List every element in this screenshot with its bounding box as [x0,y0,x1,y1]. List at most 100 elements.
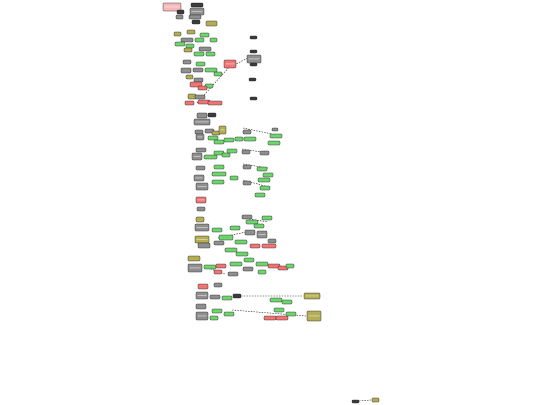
diagram-node [249,35,258,40]
node-label-stripe [197,199,205,201]
node-box [191,19,201,25]
node-label-stripe [305,295,319,297]
node-box [213,71,223,77]
diagram-node [194,94,206,100]
diagram-node [248,77,257,82]
node-box [209,37,218,43]
node-box [204,67,218,73]
node-box [218,234,234,241]
node-box [205,20,218,27]
node-label-stripe [193,156,201,157]
diagram-node [285,263,295,269]
node-box [190,2,204,8]
diagram-node [192,67,204,73]
diagram-node [188,14,202,20]
diagram-node [229,261,243,267]
diagram-node [209,37,218,43]
node-layer [162,2,380,404]
node-label-stripe [197,186,207,187]
node-box [173,31,182,37]
node-box [229,261,243,267]
diagram-node [199,32,210,38]
diagram-node [245,219,259,225]
node-box [213,282,223,288]
diagram-node [189,81,203,88]
diagram-node [180,37,194,43]
diagram-node [182,59,192,65]
node-box [211,308,223,314]
diagram-node [194,223,210,232]
diagram-node [371,397,380,403]
node-box [185,43,195,49]
diagram-node [190,2,204,8]
node-box [215,263,227,269]
node-box [267,238,277,244]
node-box [188,14,202,20]
node-box [259,150,270,156]
diagram-node [195,196,207,204]
diagram-node [254,192,266,198]
node-box [371,397,380,403]
node-box [227,271,239,277]
diagram-node [261,215,273,221]
diagram-node [213,139,225,145]
diagram-node [175,14,184,20]
diagram-node [229,175,239,181]
diagram-node [267,238,277,244]
diagram-node [241,214,253,220]
diagram-node [261,243,277,249]
node-box [203,264,217,270]
node-box [253,223,265,229]
node-box [285,311,297,317]
diagram-node [246,54,262,64]
diagram-node [285,311,297,317]
diagram-node [195,311,209,321]
node-box [351,399,360,404]
node-box [213,139,225,145]
node-box [248,77,257,82]
diagram-node [235,251,249,257]
node-box [221,152,231,158]
diagram-node [249,243,261,249]
node-box [234,136,244,142]
node-box [249,96,258,101]
diagram-node [194,129,204,135]
node-box [176,9,185,15]
node-box [245,219,259,225]
node-box [249,243,261,249]
diagram-node [223,137,235,143]
diagram-node [223,311,235,317]
node-box [271,127,279,132]
diagram-node [255,261,269,267]
node-box [267,140,281,146]
diagram-node [193,77,204,83]
diagram-node [198,46,212,52]
node-box [273,307,285,313]
diagram-node [209,315,219,321]
node-box [195,165,206,171]
diagram-node [203,154,218,160]
node-box [207,112,217,118]
diagram-node [207,135,219,141]
node-label-stripe [258,234,266,235]
node-box [275,315,289,321]
node-box [262,172,274,178]
node-box [223,137,235,143]
diagram-node [197,85,208,91]
node-box [243,136,257,142]
diagram-node [351,399,360,404]
node-box [263,315,277,321]
diagram-node [257,269,267,275]
diagram-node [197,283,209,290]
diagram-node [176,9,185,15]
diagram-node [211,171,227,177]
node-label-stripe [164,6,180,8]
node-box [269,133,283,139]
diagram-node [186,29,196,35]
diagram-node [204,67,218,73]
node-label-stripe [195,177,203,179]
node-label-stripe [197,136,203,138]
diagram-node [227,271,239,277]
